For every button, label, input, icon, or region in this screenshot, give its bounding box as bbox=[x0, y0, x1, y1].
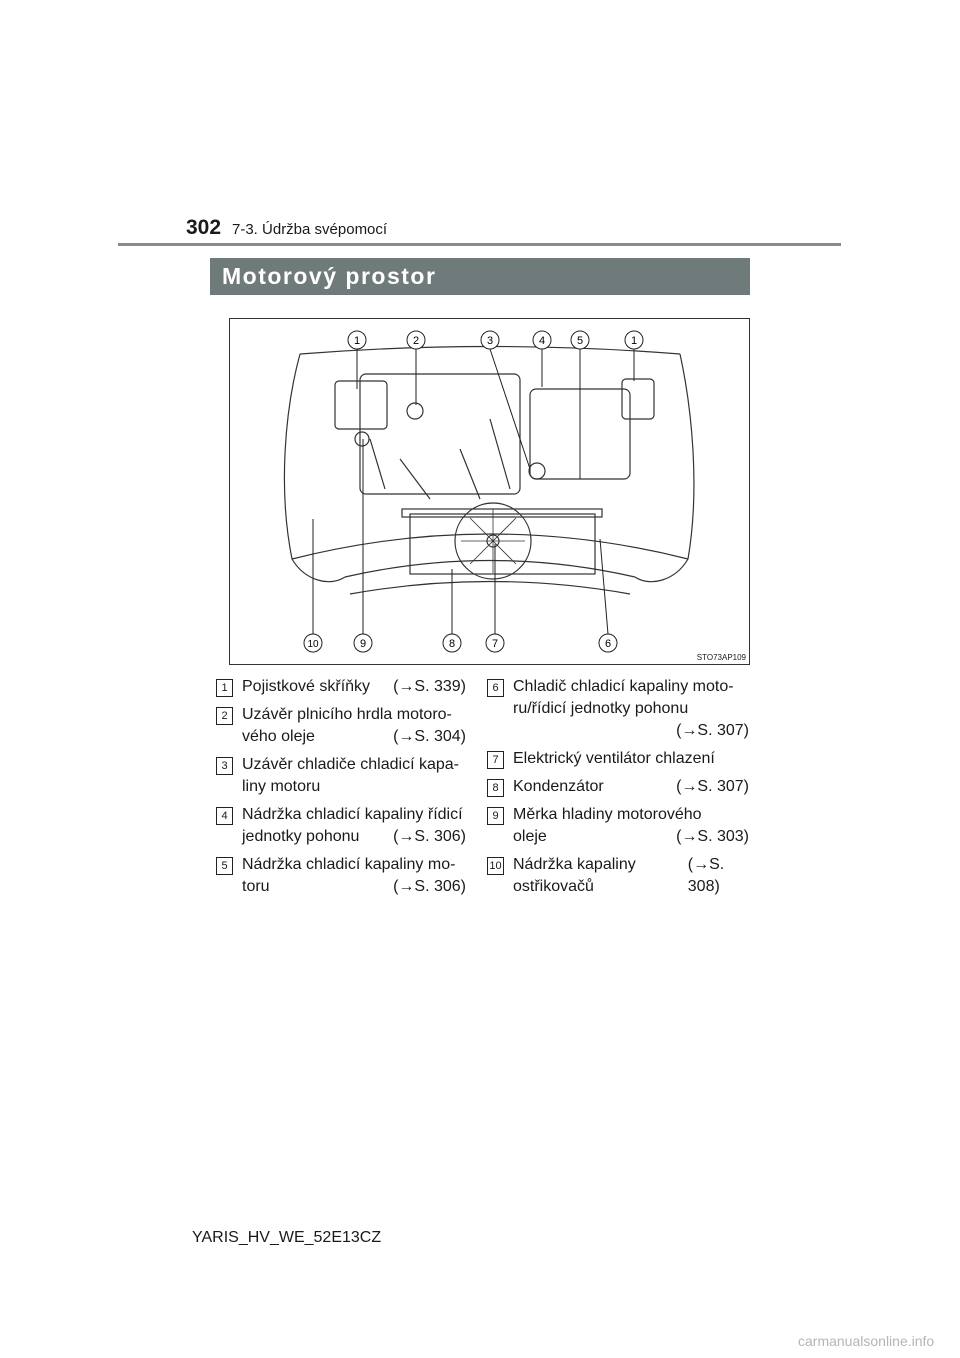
legend-number: 2 bbox=[216, 707, 233, 725]
legend-left: 1 Pojistkové skříňky (→S. 339) 2 Uzávěr plni… bbox=[216, 676, 466, 904]
legend-text: Pojistkové skříňky bbox=[242, 678, 371, 695]
legend-item: 3 Uzávěr chladiče chladicí kapa-liny moto… bbox=[216, 754, 466, 798]
legend-text: vého oleje bbox=[242, 728, 315, 745]
watermark: carmanualsonline.info bbox=[798, 1333, 935, 1349]
legend-text: Chladič chladicí kapaliny moto- bbox=[513, 678, 734, 695]
svg-text:9: 9 bbox=[360, 638, 366, 650]
legend-item: 10 Nádržka kapaliny ostřikovačů (→S. 308) bbox=[487, 854, 749, 898]
page-reference: (→S. 306) bbox=[393, 828, 466, 845]
svg-text:5: 5 bbox=[577, 335, 583, 347]
legend-item: 7 Elektrický ventilátor chlazení bbox=[487, 748, 749, 770]
svg-text:8: 8 bbox=[449, 638, 455, 650]
legend-number: 1 bbox=[216, 679, 233, 697]
legend-text: ru/řídicí jednotky pohonu bbox=[513, 700, 689, 717]
legend-item: 8 Kondenzátor (→S. 307) bbox=[487, 776, 749, 798]
legend-number: 5 bbox=[216, 857, 233, 875]
callout-4: 4 bbox=[532, 330, 552, 350]
svg-text:2: 2 bbox=[413, 335, 419, 347]
callout-8: 8 bbox=[442, 633, 462, 653]
page-number: 302 bbox=[186, 216, 222, 239]
callout-2: 2 bbox=[406, 330, 426, 350]
callout-6: 6 bbox=[598, 633, 618, 653]
legend-number: 4 bbox=[216, 807, 233, 825]
legend-item: 4 Nádržka chladicí kapaliny řídicí jednotk… bbox=[216, 804, 466, 848]
svg-text:3: 3 bbox=[487, 335, 493, 347]
engine-bay-figure: 1 2 3 4 5 1 bbox=[229, 318, 750, 665]
legend-text: liny motoru bbox=[242, 778, 321, 795]
legend-text: Kondenzátor bbox=[513, 778, 604, 795]
callout-1-top-right: 1 bbox=[624, 330, 644, 350]
page-reference: (→S. 303) bbox=[676, 828, 749, 845]
page-reference: (→S. 339) bbox=[393, 678, 466, 695]
legend-text: Elektrický ventilátor chlazení bbox=[513, 750, 715, 767]
legend-item: 6 Chladič chladicí kapaliny moto-ru/řídic… bbox=[487, 676, 749, 742]
section-title: 7-3. Údržba svépomocí bbox=[232, 221, 388, 238]
legend-text: jednotky pohonu bbox=[242, 828, 360, 845]
section-banner: Motorový prostor bbox=[210, 258, 750, 295]
page-reference: (→S. 304) bbox=[393, 728, 466, 745]
svg-text:1: 1 bbox=[354, 335, 360, 347]
legend-number: 6 bbox=[487, 679, 504, 697]
legend-item: 9 Měrka hladiny motorového oleje (→S. 303) bbox=[487, 804, 749, 848]
legend-number: 7 bbox=[487, 751, 504, 769]
callout-1-top-left: 1 bbox=[347, 330, 367, 350]
svg-text:4: 4 bbox=[539, 335, 545, 347]
legend-item: 5 Nádržka chladicí kapaliny mo-toru (→S. 3… bbox=[216, 854, 466, 898]
legend-text: Uzávěr plnicího hrdla motoro- bbox=[242, 706, 452, 723]
page-reference: (→S. 307) bbox=[676, 722, 749, 739]
legend-text: toru bbox=[242, 878, 270, 895]
engine-bay-illustration: 1 2 3 4 5 1 bbox=[283, 330, 695, 653]
legend-item: 1 Pojistkové skříňky (→S. 339) bbox=[216, 676, 466, 698]
svg-text:6: 6 bbox=[605, 638, 611, 650]
svg-text:10: 10 bbox=[307, 639, 319, 650]
legend-text: Uzávěr chladiče chladicí kapa- bbox=[242, 756, 459, 773]
callout-5: 5 bbox=[570, 330, 590, 350]
page-reference: (→S. 308) bbox=[687, 856, 725, 895]
legend-text: Nádržka chladicí kapaliny řídicí bbox=[242, 806, 463, 823]
page-reference: (→S. 306) bbox=[393, 878, 466, 895]
callout-3: 3 bbox=[480, 330, 500, 350]
callout-7: 7 bbox=[485, 633, 505, 653]
legend-text: Nádržka chladicí kapaliny mo- bbox=[242, 856, 456, 873]
callout-9: 9 bbox=[353, 633, 373, 653]
legend-text: Nádržka kapaliny ostřikovačů bbox=[513, 856, 636, 895]
legend-text: Měrka hladiny motorového bbox=[513, 806, 702, 823]
figure-code: STO73AP109 bbox=[696, 653, 746, 662]
header-rule bbox=[118, 243, 841, 246]
legend-text: oleje bbox=[513, 828, 547, 845]
legend-item: 2 Uzávěr plnicího hrdla motoro-vého oleje… bbox=[216, 704, 466, 748]
legend-number: 10 bbox=[487, 857, 504, 875]
legend-number: 8 bbox=[487, 779, 504, 797]
legend-number: 3 bbox=[216, 757, 233, 775]
callout-10: 10 bbox=[303, 633, 323, 653]
legend-number: 9 bbox=[487, 807, 504, 825]
legend-right: 6 Chladič chladicí kapaliny moto-ru/řídic… bbox=[487, 676, 749, 904]
svg-text:1: 1 bbox=[631, 335, 637, 347]
svg-text:7: 7 bbox=[492, 638, 498, 650]
document-id: YARIS_HV_WE_52E13CZ bbox=[192, 1229, 382, 1246]
page-reference: (→S. 307) bbox=[676, 778, 749, 795]
